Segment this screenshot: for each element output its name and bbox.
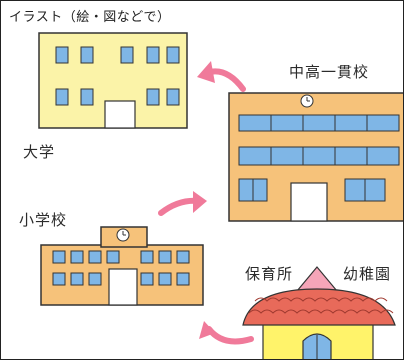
label-elementary: 小学校: [19, 211, 68, 229]
arrow-to-elementary: [199, 321, 254, 345]
header-label: イラスト（絵・図などで）: [9, 10, 171, 25]
arrow-to-middle-high: [158, 191, 207, 216]
elementary-building: [40, 226, 204, 306]
label-nursery: 保育所: [245, 265, 294, 283]
label-university: 大学: [23, 143, 56, 161]
label-middle-high: 中高一貫校: [289, 63, 370, 81]
university-building: [38, 32, 188, 129]
arrow-to-university: [197, 61, 246, 92]
middle-high-building: [228, 92, 403, 222]
nursery-building: [242, 266, 396, 359]
label-kindergarten: 幼稚園: [343, 265, 392, 283]
